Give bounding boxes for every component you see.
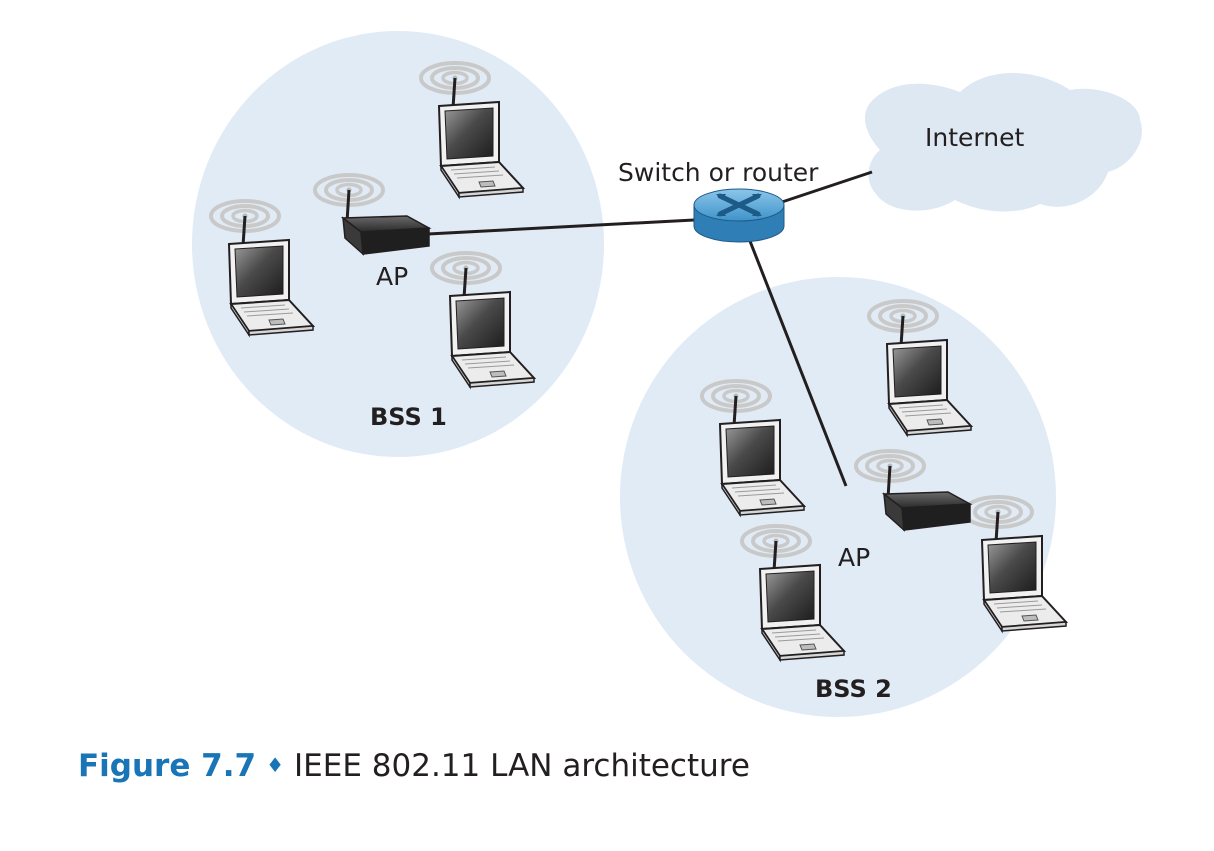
ap1-label: AP — [376, 262, 408, 291]
internet-label: Internet — [925, 123, 1024, 152]
ap2-label: AP — [838, 543, 870, 572]
figure-number: Figure 7.7 — [78, 748, 257, 784]
figure-caption: Figure 7.7 ♦ IEEE 802.11 LAN architecture — [78, 748, 750, 784]
diamond-separator-icon: ♦ — [266, 753, 285, 777]
bss2-label: BSS 2 — [815, 675, 892, 703]
switch-router-label: Switch or router — [618, 158, 819, 187]
figure-title: IEEE 802.11 LAN architecture — [294, 748, 750, 784]
router-icon — [693, 188, 785, 243]
link-router-internet — [781, 170, 873, 204]
link-ap1-router — [427, 218, 695, 236]
bss1-label: BSS 1 — [370, 403, 447, 431]
link-router-ap2 — [746, 235, 848, 487]
internet-cloud — [864, 72, 1142, 212]
